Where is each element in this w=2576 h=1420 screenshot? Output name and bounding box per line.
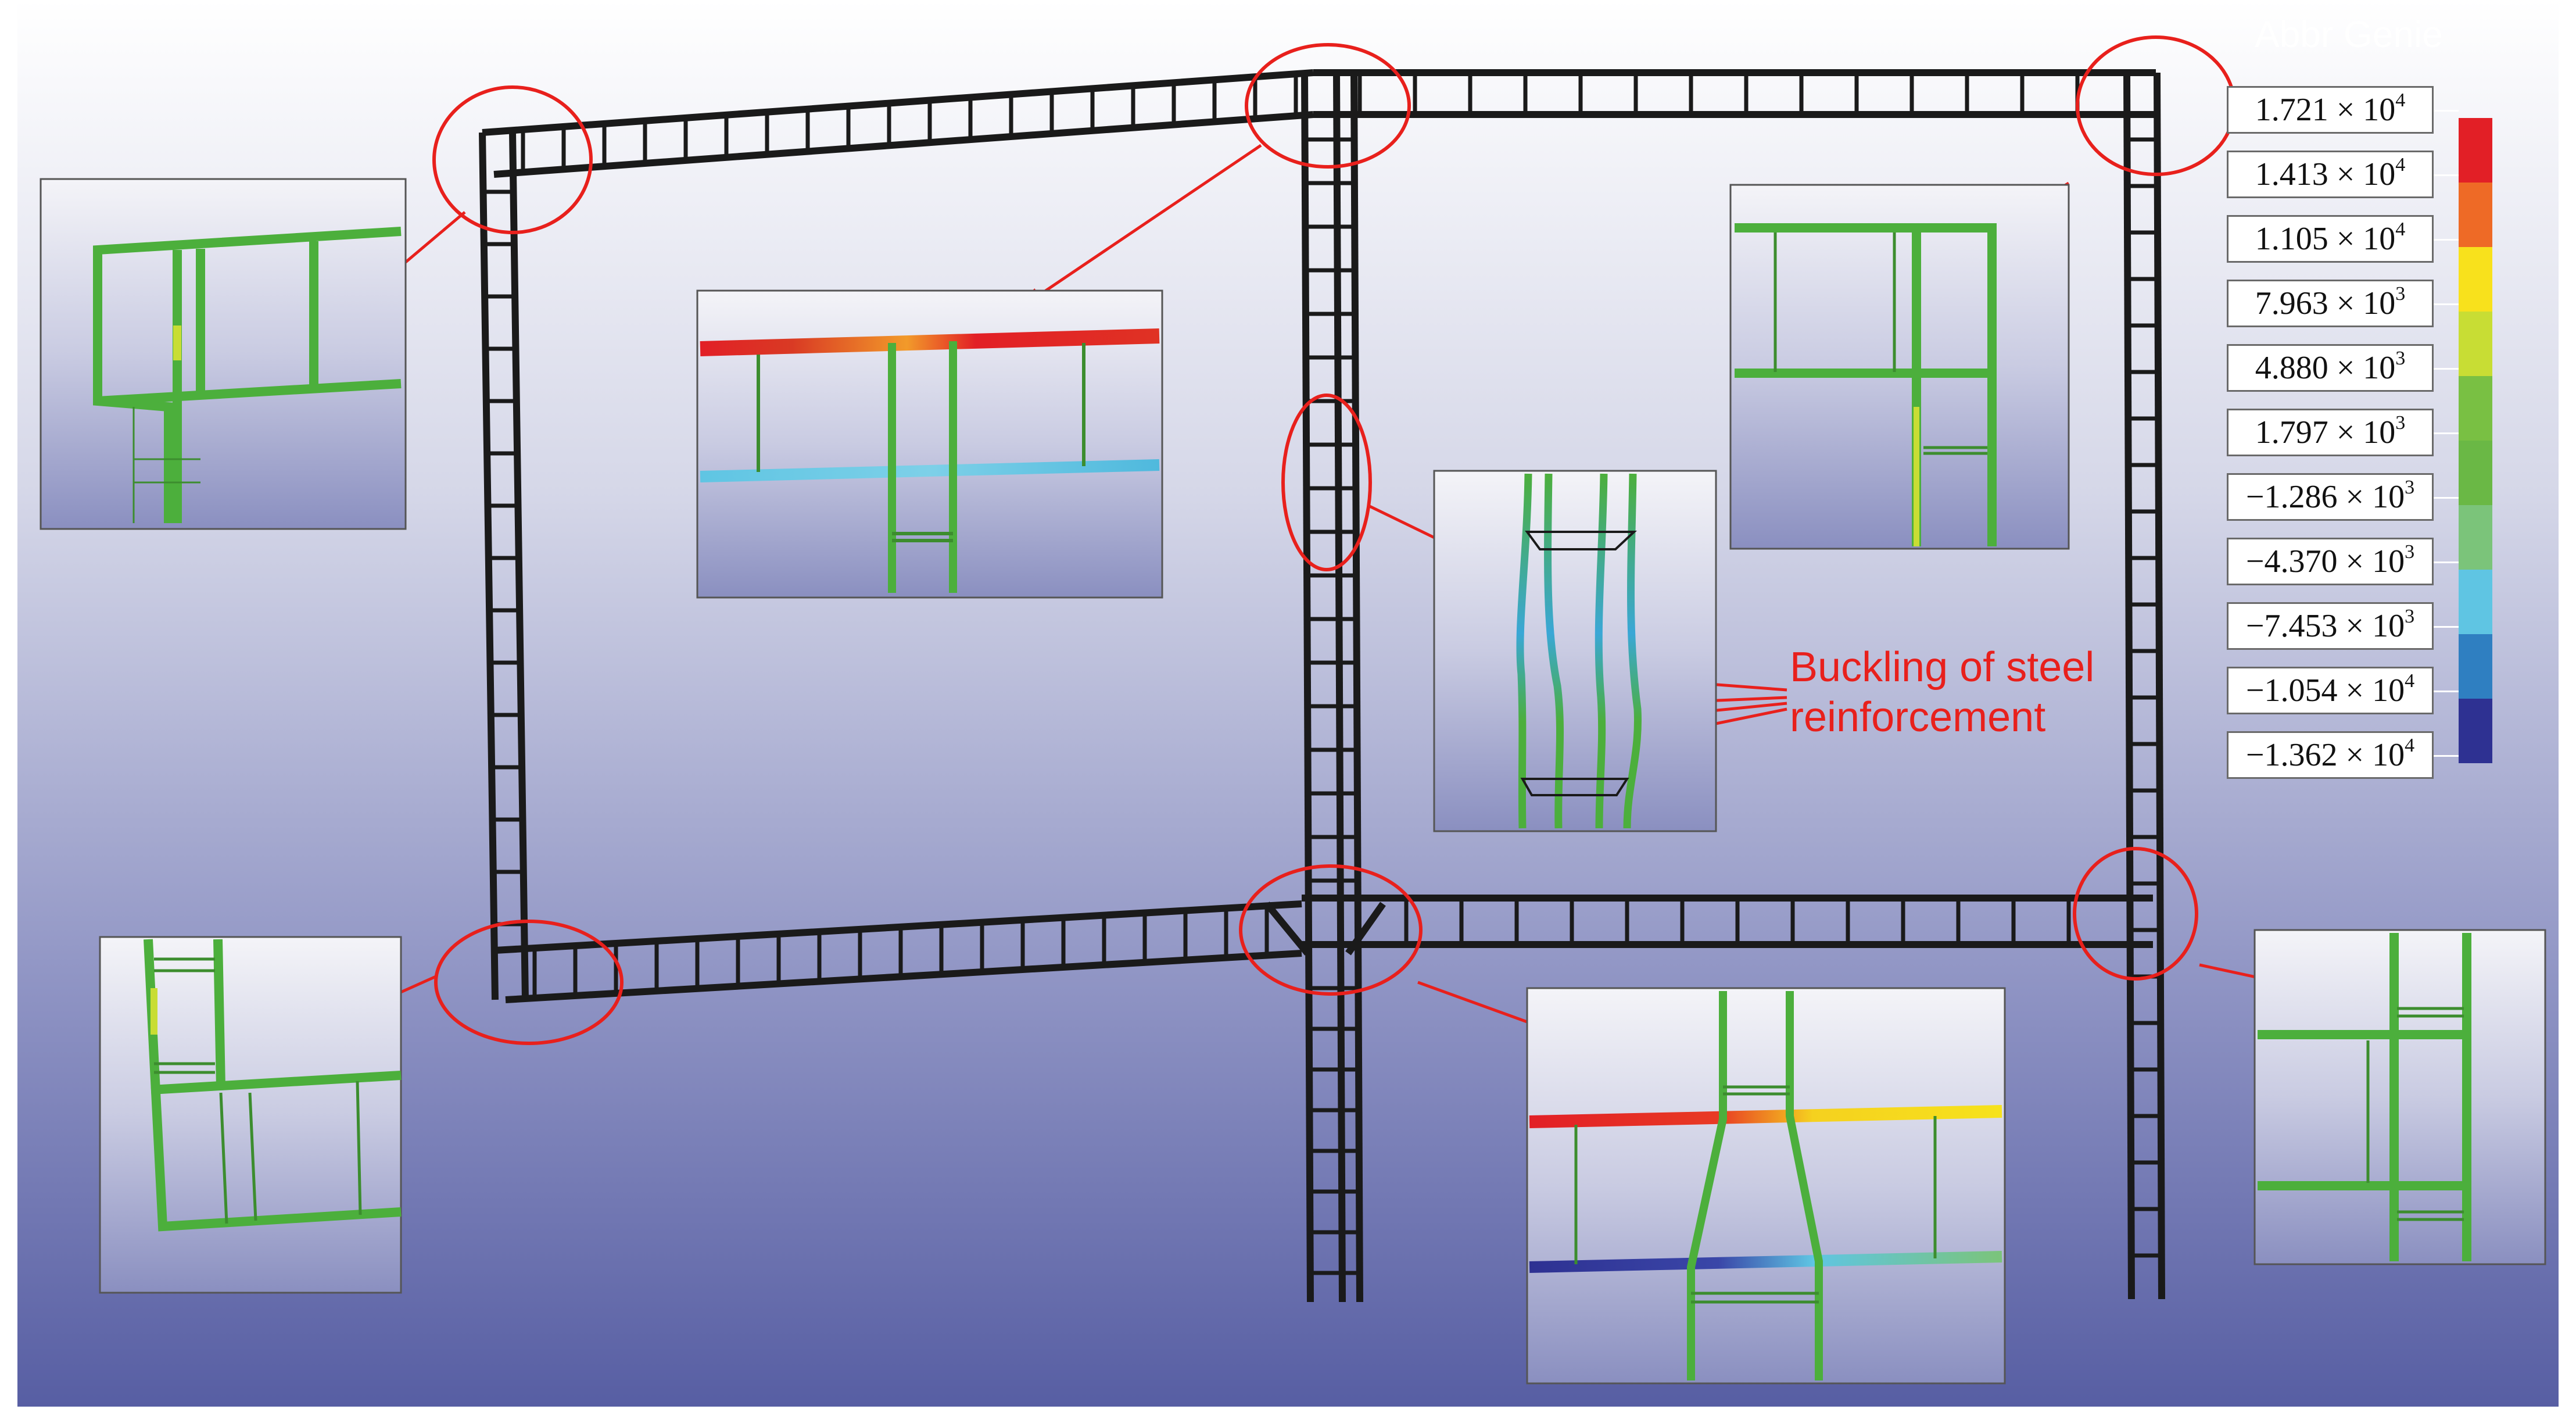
ellipse-bottom-right-joint [2073, 847, 2198, 981]
rc-frame-cage [479, 69, 2165, 1303]
inset-top-mid-beam [696, 289, 1163, 599]
ellipse-top-left-joint [432, 85, 593, 234]
inset-top-left-joint [40, 178, 407, 530]
ellipse-mid-column [1281, 394, 1372, 571]
inset-bottom-right-joint [2253, 929, 2546, 1265]
ellipse-bottom-left-joint [434, 920, 624, 1045]
inset-top-right-joint [1729, 184, 2070, 550]
annotation-line-2: reinforcement [1790, 694, 2046, 741]
buckling-annotation: Buckling of steel reinforcement [1790, 642, 2197, 742]
annotation-line-1: Buckling of steel [1790, 644, 2095, 691]
ellipse-bottom-mid-joint [1239, 864, 1423, 996]
highlight-ellipses [432, 35, 2236, 1045]
inset-bottom-mid-joint [1526, 987, 2006, 1385]
inset-bottom-left-joint [99, 936, 402, 1294]
inset-mid-column-buckling [1433, 470, 1717, 832]
stirrups [483, 76, 2159, 1275]
ellipse-top-mid-joint [1245, 43, 1411, 169]
watermark-text: Abbr Genie [2255, 13, 2443, 55]
